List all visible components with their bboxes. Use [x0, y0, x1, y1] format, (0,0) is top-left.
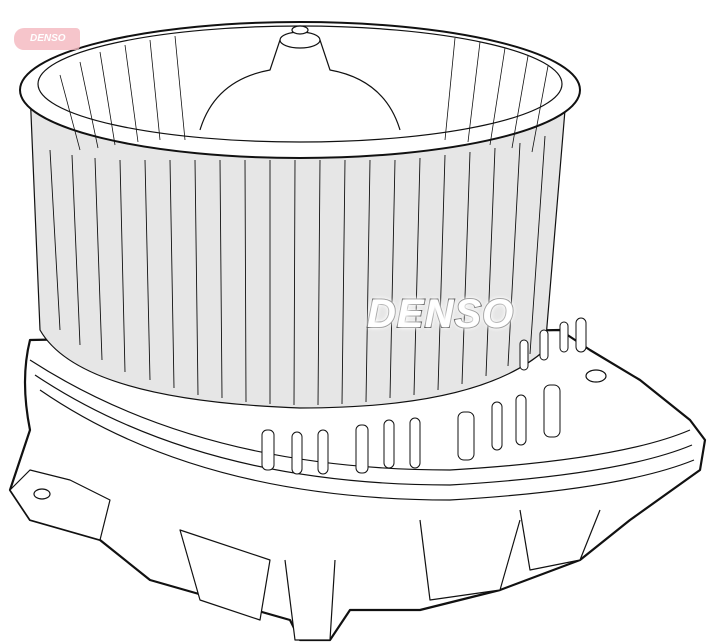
watermark-logo: DENSO: [14, 28, 80, 50]
brand-logo: DENSO: [366, 291, 515, 337]
fan-wheel: [29, 89, 566, 409]
watermark-text: DENSO: [30, 33, 66, 44]
